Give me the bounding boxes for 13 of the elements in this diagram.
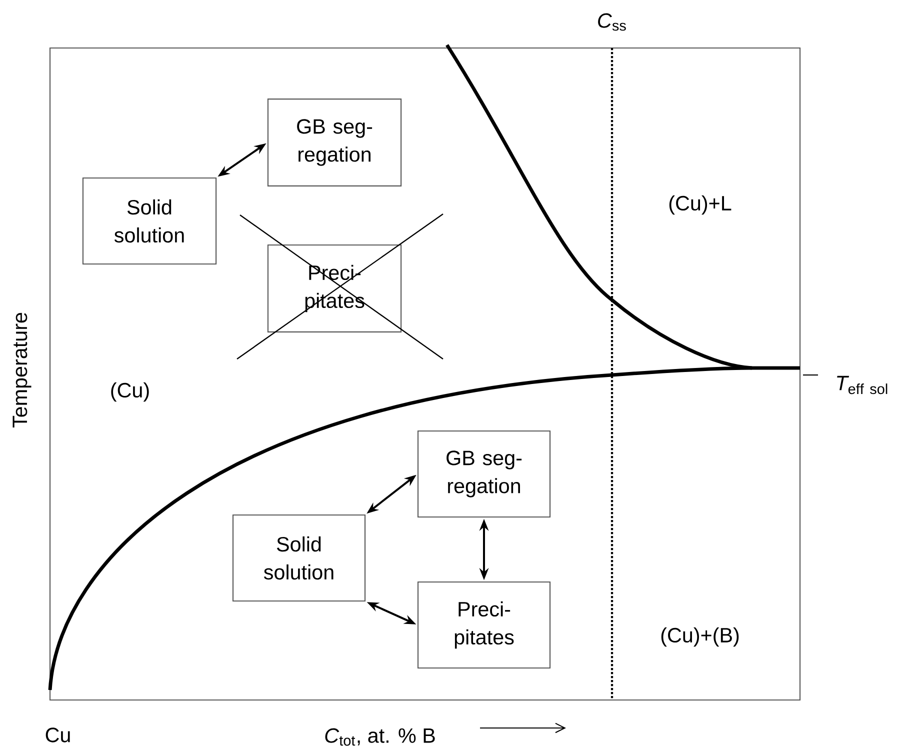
- region-label: (Cu)+L: [669, 195, 732, 215]
- text-box: Solid solution: [232, 514, 366, 602]
- text-box: GB seg- regation: [417, 430, 551, 518]
- label-text: Cu: [46, 728, 70, 742]
- region-label: (Cu)+(B): [661, 627, 739, 647]
- label-text: $\mathit{T}_{\mathrm{eff\ sol}}$: [837, 376, 888, 394]
- axis-label: C$_{tot}$, at. % B: [325, 728, 435, 746]
- text-box: Preci- pitates: [417, 581, 551, 669]
- text-box: GB seg- regation: [267, 98, 402, 186]
- text-box: Solid solution: [82, 177, 217, 265]
- region-label: (Cu): [111, 382, 149, 402]
- label-text: C$_{ss}$: [598, 13, 626, 31]
- axis-label: Temperature: [12, 312, 32, 428]
